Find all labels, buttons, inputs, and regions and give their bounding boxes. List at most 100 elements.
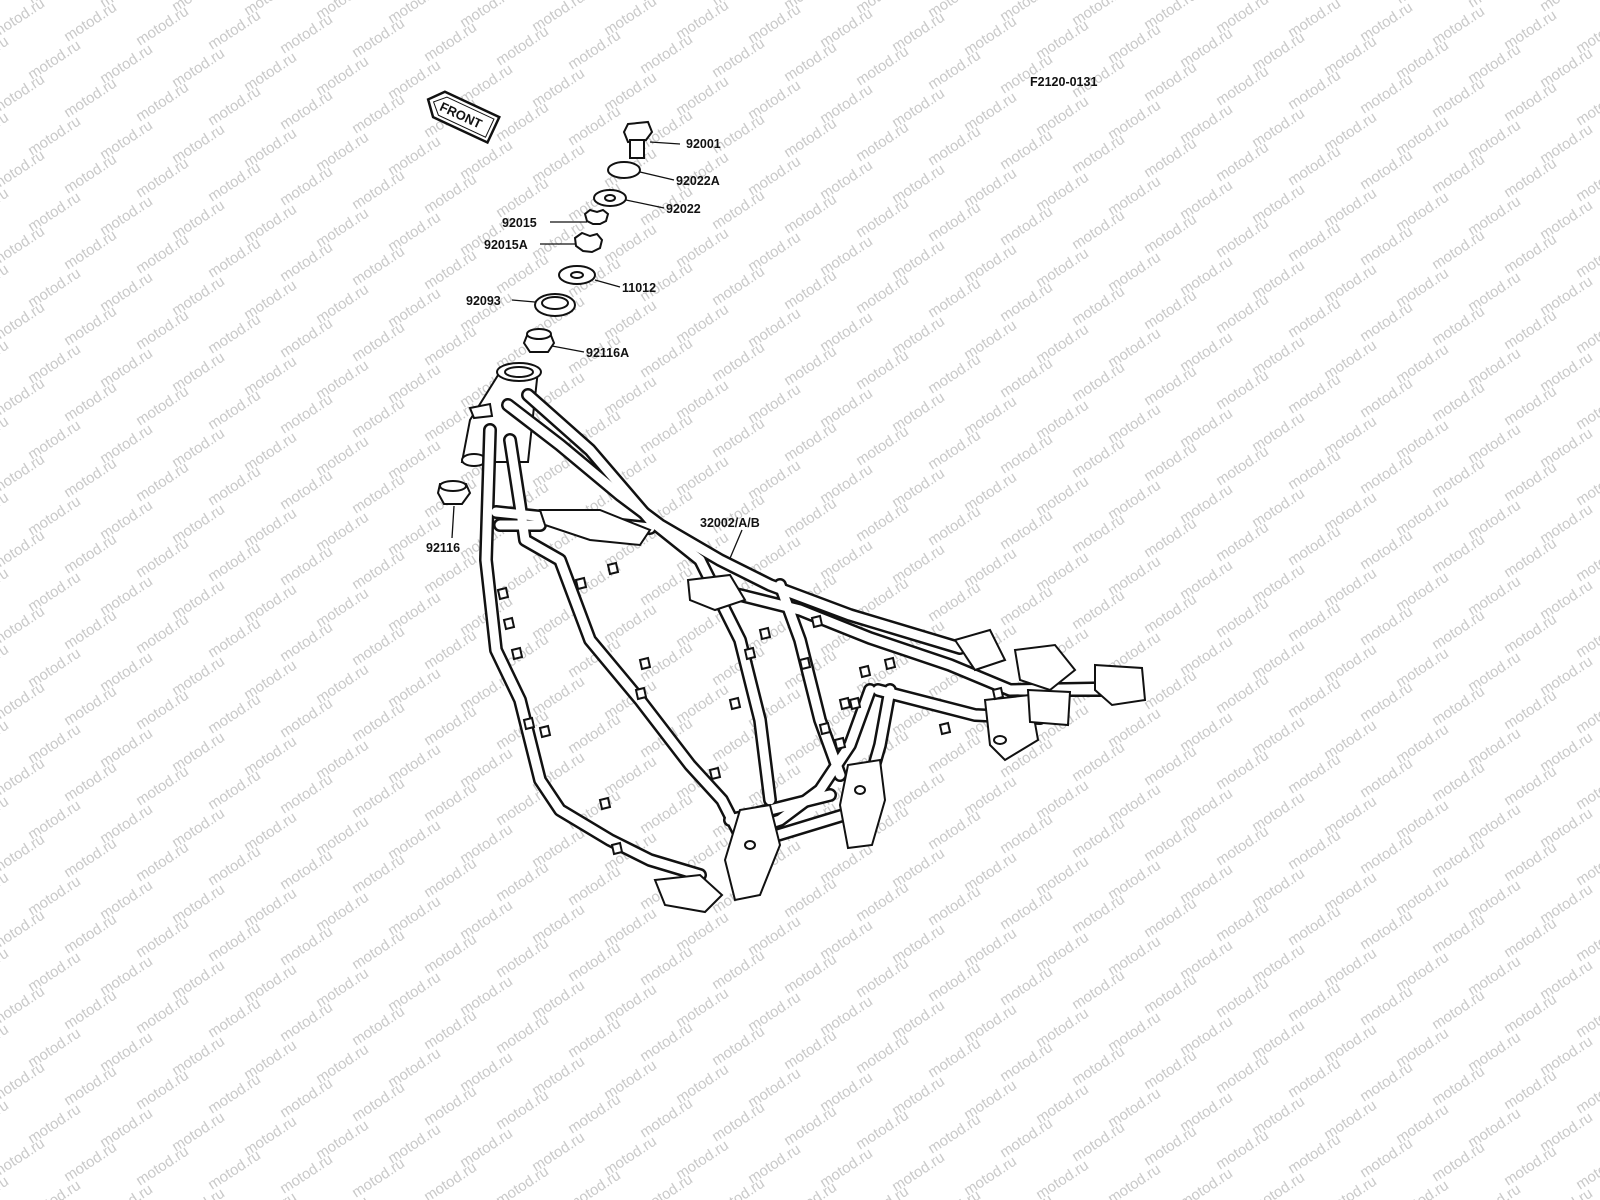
watermark-text: motod.ru [421, 931, 480, 978]
watermark-text: motod.ru [1249, 1169, 1308, 1200]
watermark-text: motod.ru [1213, 291, 1272, 338]
watermark-text: motod.ru [997, 203, 1056, 250]
frame-tube-inner [481, 425, 705, 880]
watermark-text: motod.ru [349, 699, 408, 746]
watermark-text: motod.ru [0, 907, 48, 954]
watermark-text: motod.ru [637, 31, 696, 78]
watermark-text: motod.ru [0, 185, 12, 232]
watermark-text: motod.ru [1501, 1143, 1560, 1190]
watermark-text: motod.ru [565, 27, 624, 74]
watermark-text: motod.ru [0, 869, 12, 916]
watermark-text: motod.ru [61, 987, 120, 1034]
watermark-text: motod.ru [1213, 63, 1272, 110]
watermark-text: motod.ru [1177, 1165, 1236, 1200]
watermark-text: motod.ru [1429, 987, 1488, 1034]
watermark-text: motod.ru [1357, 1059, 1416, 1106]
mounting-tab [810, 614, 824, 629]
watermark-text: motod.ru [169, 1185, 228, 1200]
watermark-text: motod.ru [0, 1097, 12, 1144]
callout-92015A: 92015A [484, 238, 528, 252]
watermark-text: motod.ru [925, 275, 984, 322]
watermark-text: motod.ru [133, 763, 192, 810]
watermark-text: motod.ru [1141, 439, 1200, 486]
watermark-text: motod.ru [0, 641, 12, 688]
watermark-text: motod.ru [421, 855, 480, 902]
watermark-text: motod.ru [1285, 675, 1344, 722]
watermark-text: motod.ru [1141, 211, 1200, 258]
watermark-text: motod.ru [1285, 979, 1344, 1026]
watermark-text: motod.ru [493, 1087, 552, 1134]
watermark-text: motod.ru [925, 123, 984, 170]
watermark-text: motod.ru [277, 87, 336, 134]
watermark-text: motod.ru [1501, 611, 1560, 658]
watermark-text: motod.ru [781, 495, 840, 542]
watermark-text: motod.ru [1141, 1123, 1200, 1170]
watermark-text: motod.ru [1069, 131, 1128, 178]
frame-tube-inner [523, 390, 705, 565]
watermark-text: motod.ru [1069, 359, 1128, 406]
mounting-tab [496, 586, 510, 601]
mounting-tab [798, 656, 812, 671]
watermark-text: motod.ru [1429, 759, 1488, 806]
watermark-text: motod.ru [997, 887, 1056, 934]
watermark-text: motod.ru [709, 947, 768, 994]
watermark-text: motod.ru [1141, 591, 1200, 638]
watermark-text: motod.ru [1429, 151, 1488, 198]
watermark-text: motod.ru [349, 775, 408, 822]
watermark-text: motod.ru [1213, 519, 1272, 566]
watermark-text: motod.ru [1141, 667, 1200, 714]
watermark-text: motod.ru [133, 991, 192, 1038]
watermark-text: motod.ru [0, 831, 48, 878]
watermark-text: motod.ru [61, 759, 120, 806]
watermark-text: motod.ru [1285, 751, 1344, 798]
watermark-text: motod.ru [637, 411, 696, 458]
watermark-text: motod.ru [1285, 1055, 1344, 1102]
watermark-text: motod.ru [0, 527, 48, 574]
bolt-92001 [622, 120, 654, 159]
watermark-text: motod.ru [277, 695, 336, 742]
watermark-text: motod.ru [1285, 219, 1344, 266]
watermark-text: motod.ru [349, 15, 408, 62]
mounting-tab [510, 646, 524, 661]
watermark-text: motod.ru [0, 603, 48, 650]
watermark-text: motod.ru [565, 863, 624, 910]
watermark-text: motod.ru [277, 239, 336, 286]
watermark-text: motod.ru [1429, 683, 1488, 730]
watermark-text: motod.ru [565, 1091, 624, 1138]
watermark-text: motod.ru [853, 271, 912, 318]
watermark-text: motod.ru [1213, 975, 1272, 1022]
watermark-text: motod.ru [1213, 899, 1272, 946]
watermark-text: motod.ru [349, 623, 408, 670]
watermark-text: motod.ru [0, 223, 48, 270]
watermark-text: motod.ru [133, 839, 192, 886]
watermark-text: motod.ru [853, 1107, 912, 1154]
watermark-text: motod.ru [925, 199, 984, 246]
watermark-text: motod.ru [133, 155, 192, 202]
watermark-text: motod.ru [277, 771, 336, 818]
bearing-92093 [534, 293, 576, 317]
watermark-text: motod.ru [205, 1147, 264, 1194]
watermark-text: motod.ru [1213, 823, 1272, 870]
watermark-text: motod.ru [1321, 1173, 1380, 1200]
watermark-text: motod.ru [1069, 207, 1128, 254]
watermark-text: motod.ru [853, 1183, 912, 1200]
callout-32002-a-b: 32002/A/B [700, 516, 760, 530]
watermark-text: motod.ru [493, 99, 552, 146]
watermark-text: motod.ru [1285, 827, 1344, 874]
watermark-text: motod.ru [1213, 747, 1272, 794]
watermark-text: motod.ru [853, 43, 912, 90]
watermark-text: motod.ru [421, 171, 480, 218]
watermark-text: motod.ru [781, 191, 840, 238]
watermark-text: motod.ru [205, 159, 264, 206]
watermark-text: motod.ru [1213, 367, 1272, 414]
watermark-text: motod.ru [493, 859, 552, 906]
watermark-text: motod.ru [565, 1015, 624, 1062]
watermark-text: motod.ru [313, 1193, 372, 1200]
watermark-text: motod.ru [277, 543, 336, 590]
watermark-text: motod.ru [133, 459, 192, 506]
frame-tube-inner [775, 580, 845, 780]
watermark-text: motod.ru [637, 563, 696, 610]
watermark-text: motod.ru [277, 391, 336, 438]
mounting-tab [743, 646, 757, 661]
watermark-text: motod.ru [781, 951, 840, 998]
